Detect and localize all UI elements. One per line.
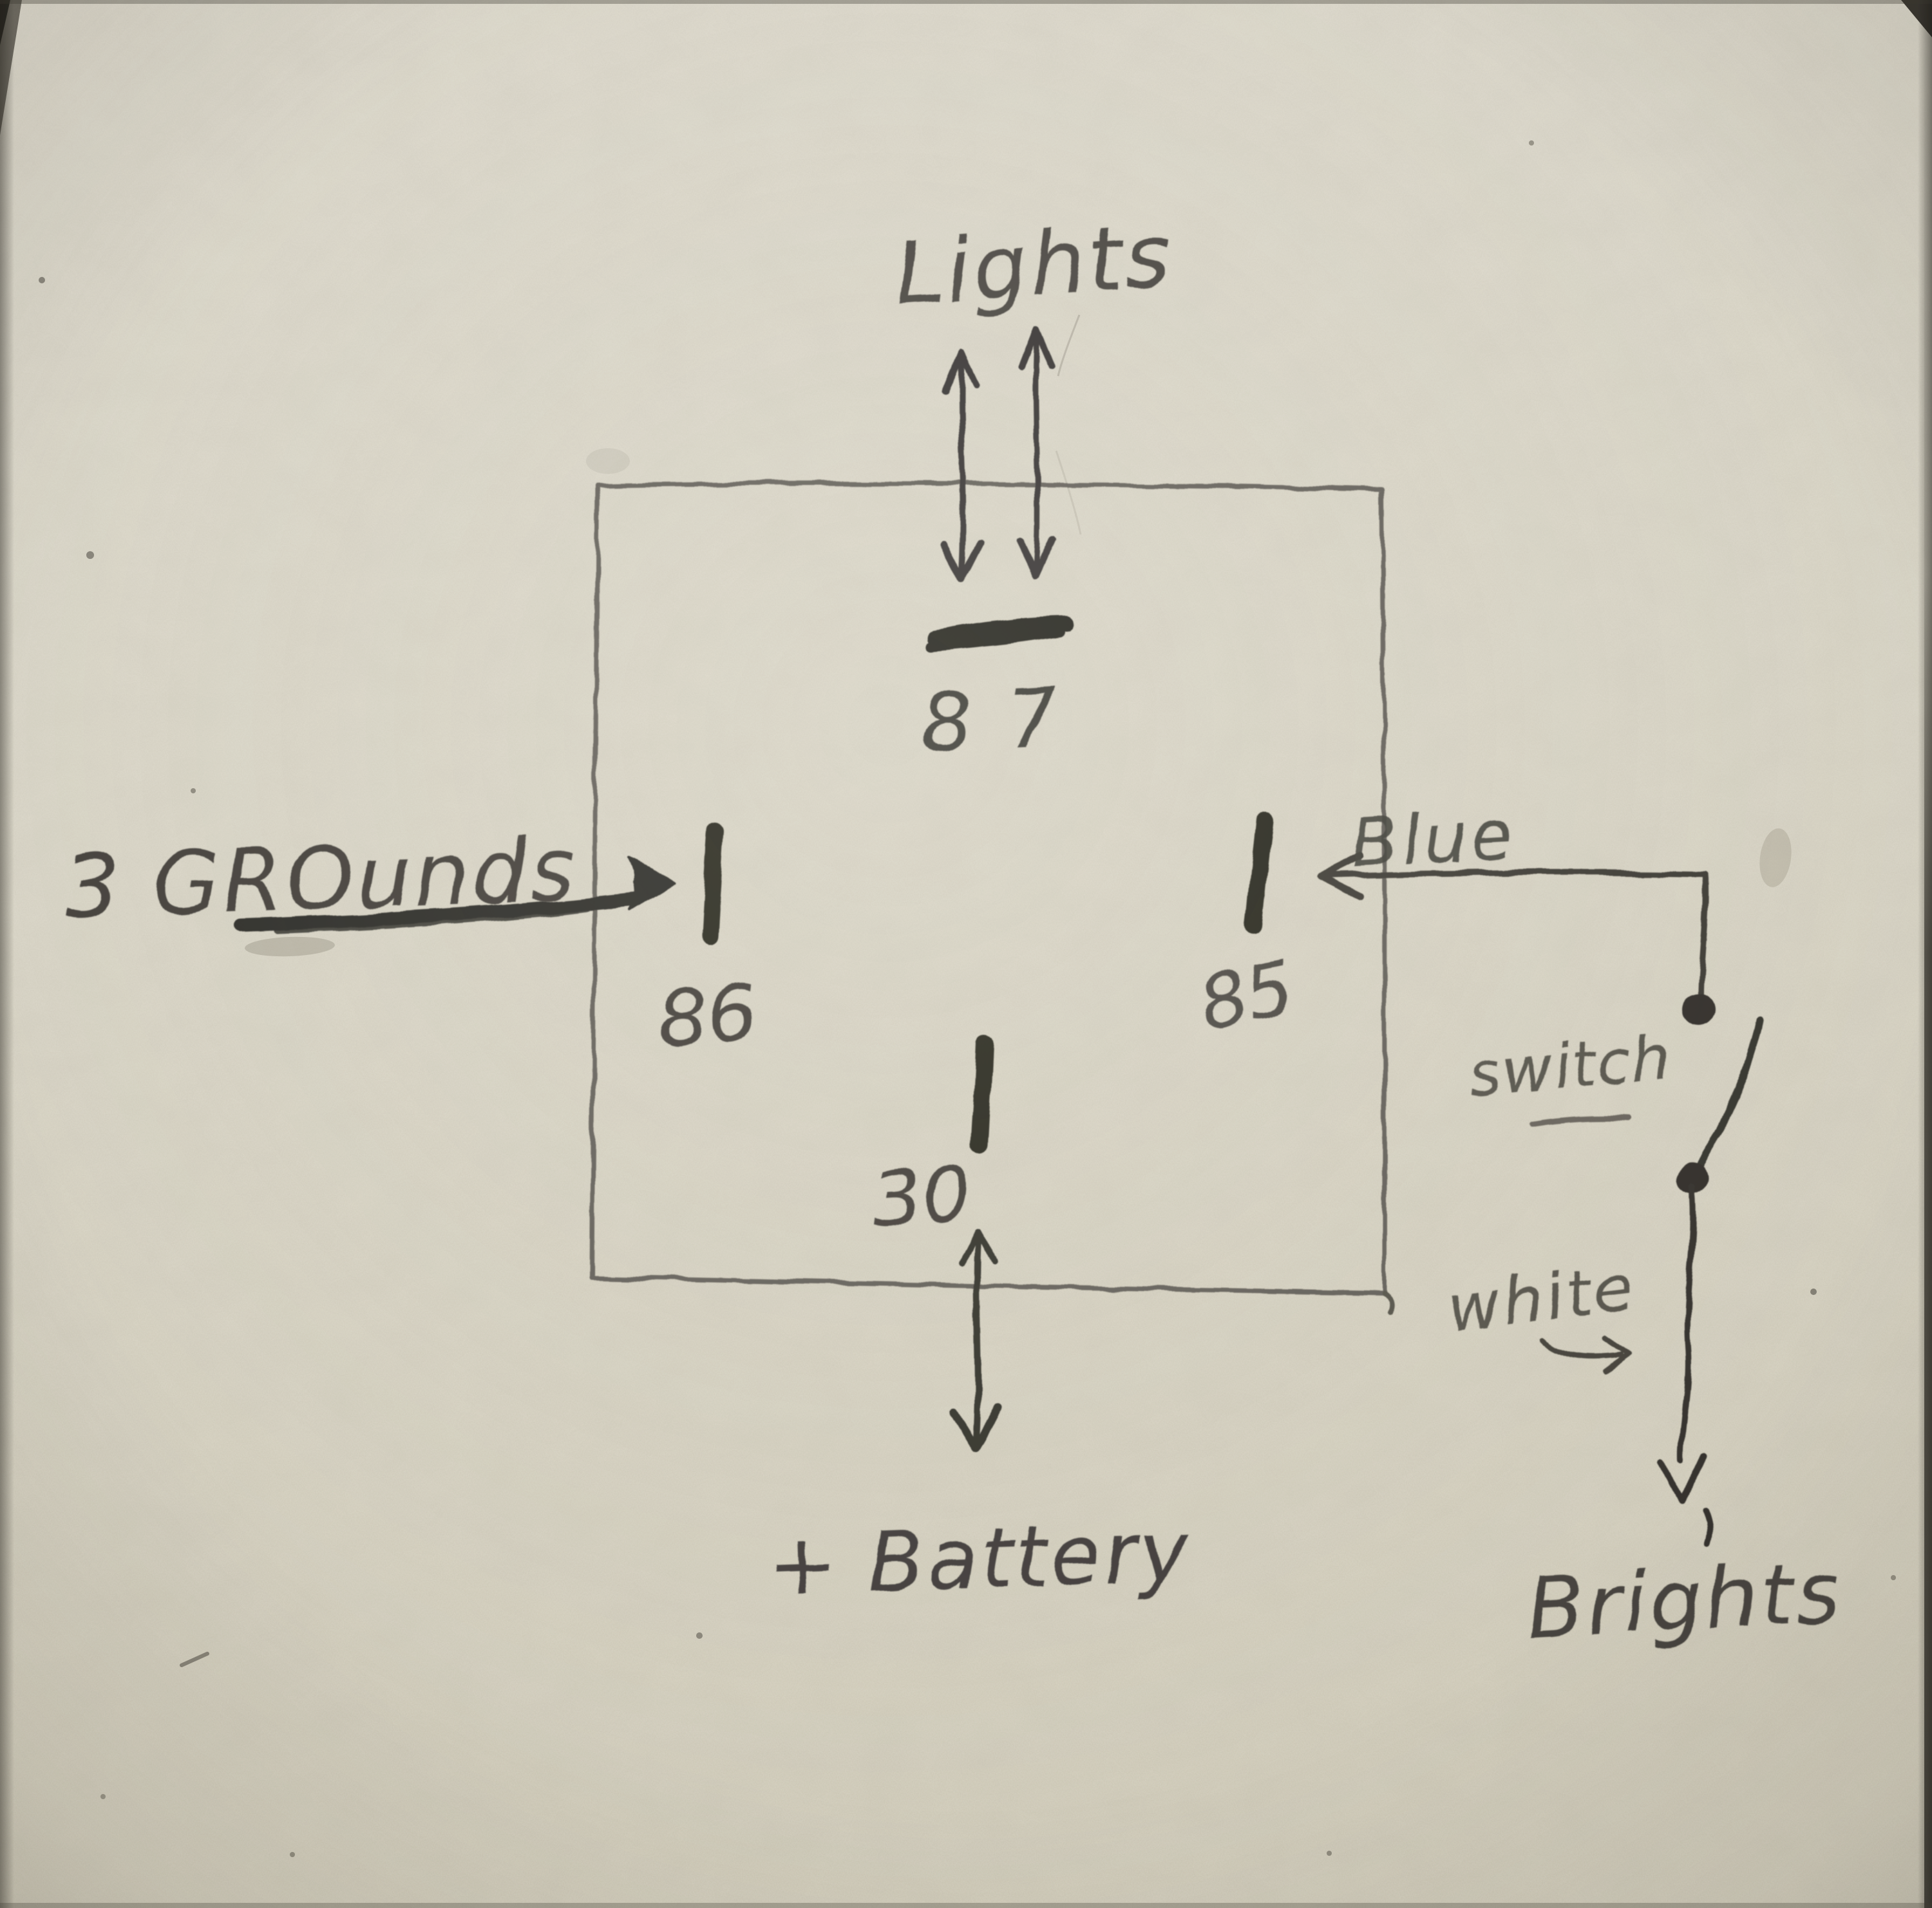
photo-corner-top-right bbox=[1901, 0, 1932, 37]
photo-corner-top-left bbox=[0, 0, 22, 135]
photo-right-edge bbox=[1924, 0, 1932, 1908]
